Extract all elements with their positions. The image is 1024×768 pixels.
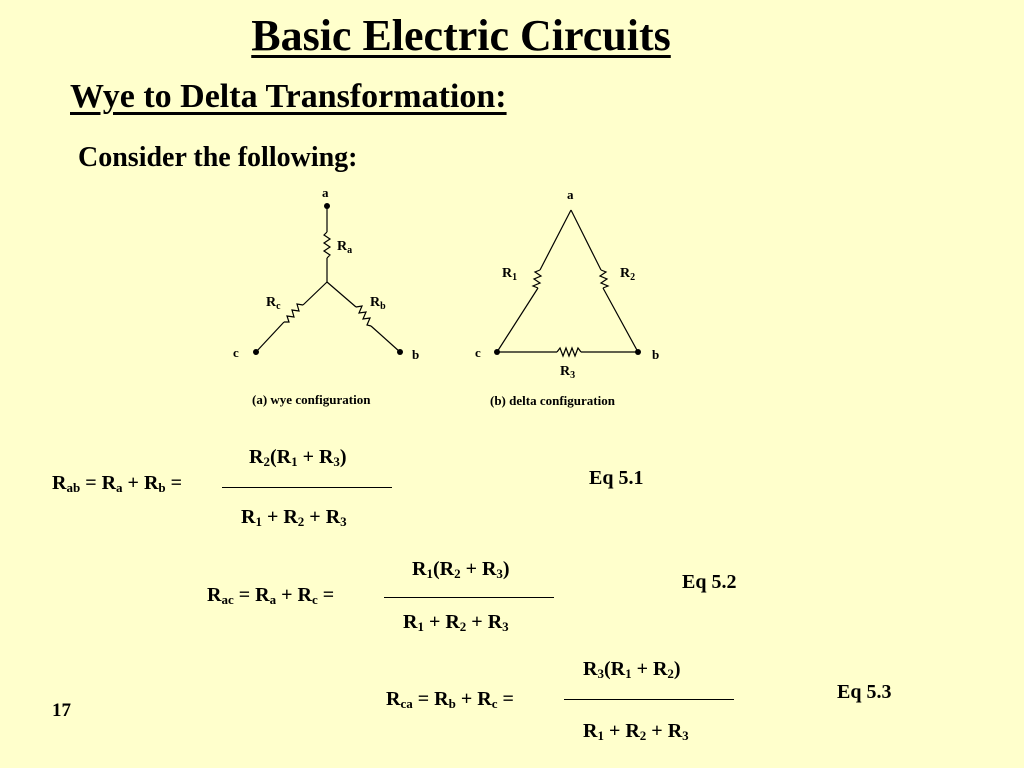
wye-node-b-label: b (412, 347, 419, 362)
delta-node-b-dot (635, 349, 641, 355)
delta-wire-right-top (570, 209, 602, 271)
wye-node-c-label: c (233, 345, 239, 360)
wye-resistor-c-label: Rc (266, 295, 281, 312)
wye-diagram (255, 207, 401, 353)
eq3-numerator: R3(R1 + R2) (583, 658, 681, 681)
intro-text: Consider the following: (78, 142, 358, 173)
delta-resistor-2-zigzag (598, 269, 610, 289)
wye-node-b-dot (397, 349, 403, 355)
eq1-lhs: Rab = Ra + Rb = (52, 472, 183, 495)
slide-title: Basic Electric Circuits (251, 11, 671, 60)
delta-wire-left-bottom (496, 287, 539, 353)
wye-wire-b (326, 281, 357, 308)
wye-node-a-dot (324, 203, 330, 209)
eq1-fraction-bar (222, 487, 392, 488)
delta-node-c-label: c (475, 345, 481, 360)
wye-node-c-dot (253, 349, 259, 355)
delta-node-c-dot (494, 349, 500, 355)
delta-resistor-2-label: R2 (620, 266, 635, 283)
wye-resistor-b-zigzag (355, 305, 372, 327)
eq1-label: Eq 5.1 (589, 467, 644, 489)
wye-resistor-a-zigzag (322, 231, 332, 259)
eq3-fraction-bar (564, 699, 734, 700)
eq2-label: Eq 5.2 (682, 571, 737, 593)
delta-resistor-3-zigzag (556, 346, 582, 358)
wye-wire-c-end (255, 321, 285, 353)
delta-node-b-label: b (652, 347, 659, 362)
eq1-numerator: R2(R1 + R3) (249, 446, 347, 469)
eq2-numerator: R1(R2 + R3) (412, 558, 510, 581)
slide-subtitle: Wye to Delta Transformation: (70, 78, 507, 115)
eq2-fraction-bar (384, 597, 554, 598)
page-number: 17 (52, 700, 71, 721)
delta-resistor-1-zigzag (531, 269, 543, 289)
delta-node-a-label: a (567, 187, 574, 202)
delta-resistor-1-label: R1 (502, 266, 517, 283)
delta-resistor-3-label: R3 (560, 364, 575, 381)
wye-wire-c (302, 281, 328, 306)
eq1-denominator: R1 + R2 + R3 (241, 506, 347, 529)
eq2-denominator: R1 + R2 + R3 (403, 611, 509, 634)
eq3-denominator: R1 + R2 + R3 (583, 720, 689, 743)
delta-caption: (b) delta configuration (490, 393, 616, 408)
wye-node-a-label: a (322, 185, 329, 200)
wye-caption: (a) wye configuration (252, 392, 371, 407)
wye-resistor-a-label: Ra (337, 239, 352, 256)
eq2-lhs: Rac = Ra + Rc = (207, 584, 335, 607)
delta-diagram (496, 209, 639, 358)
delta-wire-right-bottom (602, 287, 639, 353)
eq3-lhs: Rca = Rb + Rc = (386, 688, 514, 711)
eq3-label: Eq 5.3 (837, 681, 892, 703)
wye-resistor-c-zigzag (284, 303, 304, 323)
wye-wire-b-end (370, 325, 401, 353)
delta-wire-left-top (539, 209, 572, 271)
wye-resistor-b-label: Rb (370, 295, 386, 312)
